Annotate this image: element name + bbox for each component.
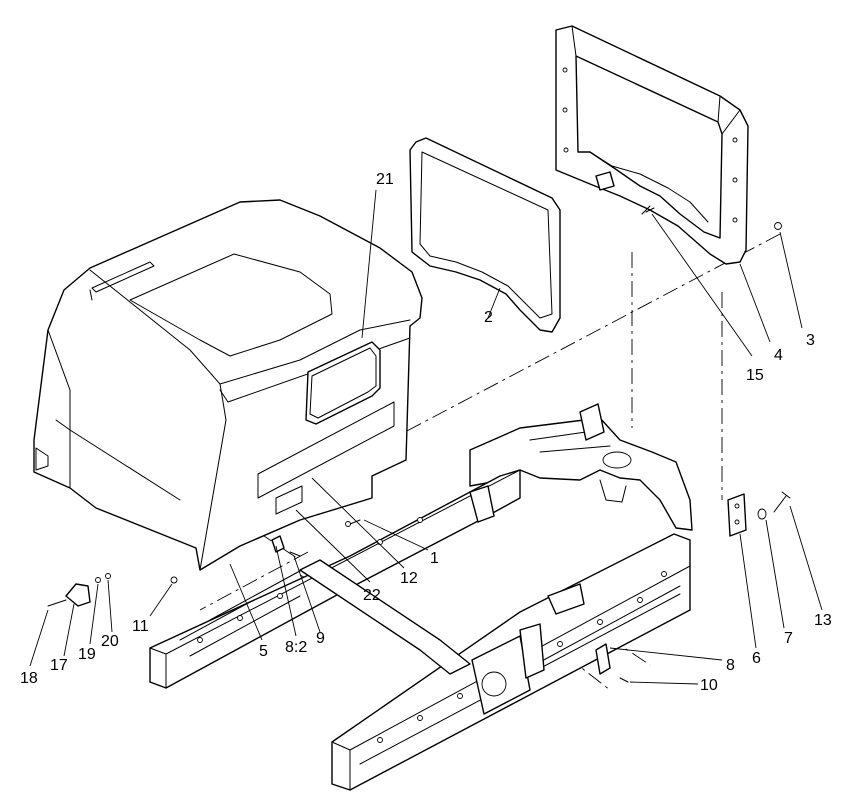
seat-panel-opening [575,55,723,239]
frame-pivot-hole [481,671,507,697]
bolt-18 [47,599,67,607]
callout-9: 9 [316,630,325,647]
right-rail-holes [377,571,667,743]
washer-7 [757,508,767,520]
callout-8: 8 [726,657,735,674]
seat-panel-tab [595,171,615,191]
callout-15: 15 [746,367,764,384]
frame-round-boss [602,451,632,469]
hood-clip [35,447,49,471]
seat-panel-holes [562,67,738,223]
bolt-13 [773,491,791,513]
nut-3 [774,222,782,230]
bolt-1 [349,519,361,525]
callout-3: 3 [806,332,815,349]
nut-20 [105,573,111,579]
nut-11 [170,576,178,584]
callout-21: 21 [376,171,394,188]
leader-lines [29,189,823,685]
callout-12: 12 [400,570,418,587]
frame-rear-crossmember [469,417,693,531]
callout-2: 2 [484,309,493,326]
hood-assembly [33,199,423,571]
bolt-10 [619,677,629,683]
callout-13: 13 [814,612,832,629]
screw-15 [641,205,655,215]
washer-19 [95,577,101,583]
hardware-parts [47,205,791,683]
callout-17: 17 [50,657,68,674]
callout-8-2: 8:2 [285,639,307,656]
callout-7: 7 [784,630,793,647]
bracket-6 [727,493,747,537]
seat-panel [555,25,749,265]
gasket-outer [409,137,561,333]
left-rail-holes [197,517,423,643]
frame-upper-tab [579,403,605,441]
callout-1: 1 [430,550,439,567]
screw-9 [289,551,301,557]
hood-top-panel [129,253,333,357]
callout-6: 6 [752,650,761,667]
callout-20: 20 [101,633,119,650]
callout-labels: 21 2 3 4 15 1 12 22 5 8:2 9 11 6 7 13 8 … [20,171,832,694]
callout-4: 4 [774,347,783,364]
hood-side-window [305,341,381,425]
gasket-inner [419,151,553,319]
hood-decal-large [257,401,395,499]
frame-front-crossbrace [299,559,471,675]
callout-5: 5 [259,643,268,660]
hood-body [33,199,423,571]
callout-11: 11 [132,618,149,635]
latch-8 [595,643,611,675]
callout-19: 19 [78,646,96,663]
frame-assembly [149,403,693,791]
callout-22: 22 [363,587,381,604]
frame-small-mount [469,485,495,523]
window-gasket [409,137,561,333]
clip-8-2 [271,535,285,553]
callout-10: 10 [700,677,718,694]
callout-18: 18 [20,670,38,687]
hinge-17 [65,583,91,607]
hood-slot [91,261,155,293]
hood-decal-small [275,485,303,515]
